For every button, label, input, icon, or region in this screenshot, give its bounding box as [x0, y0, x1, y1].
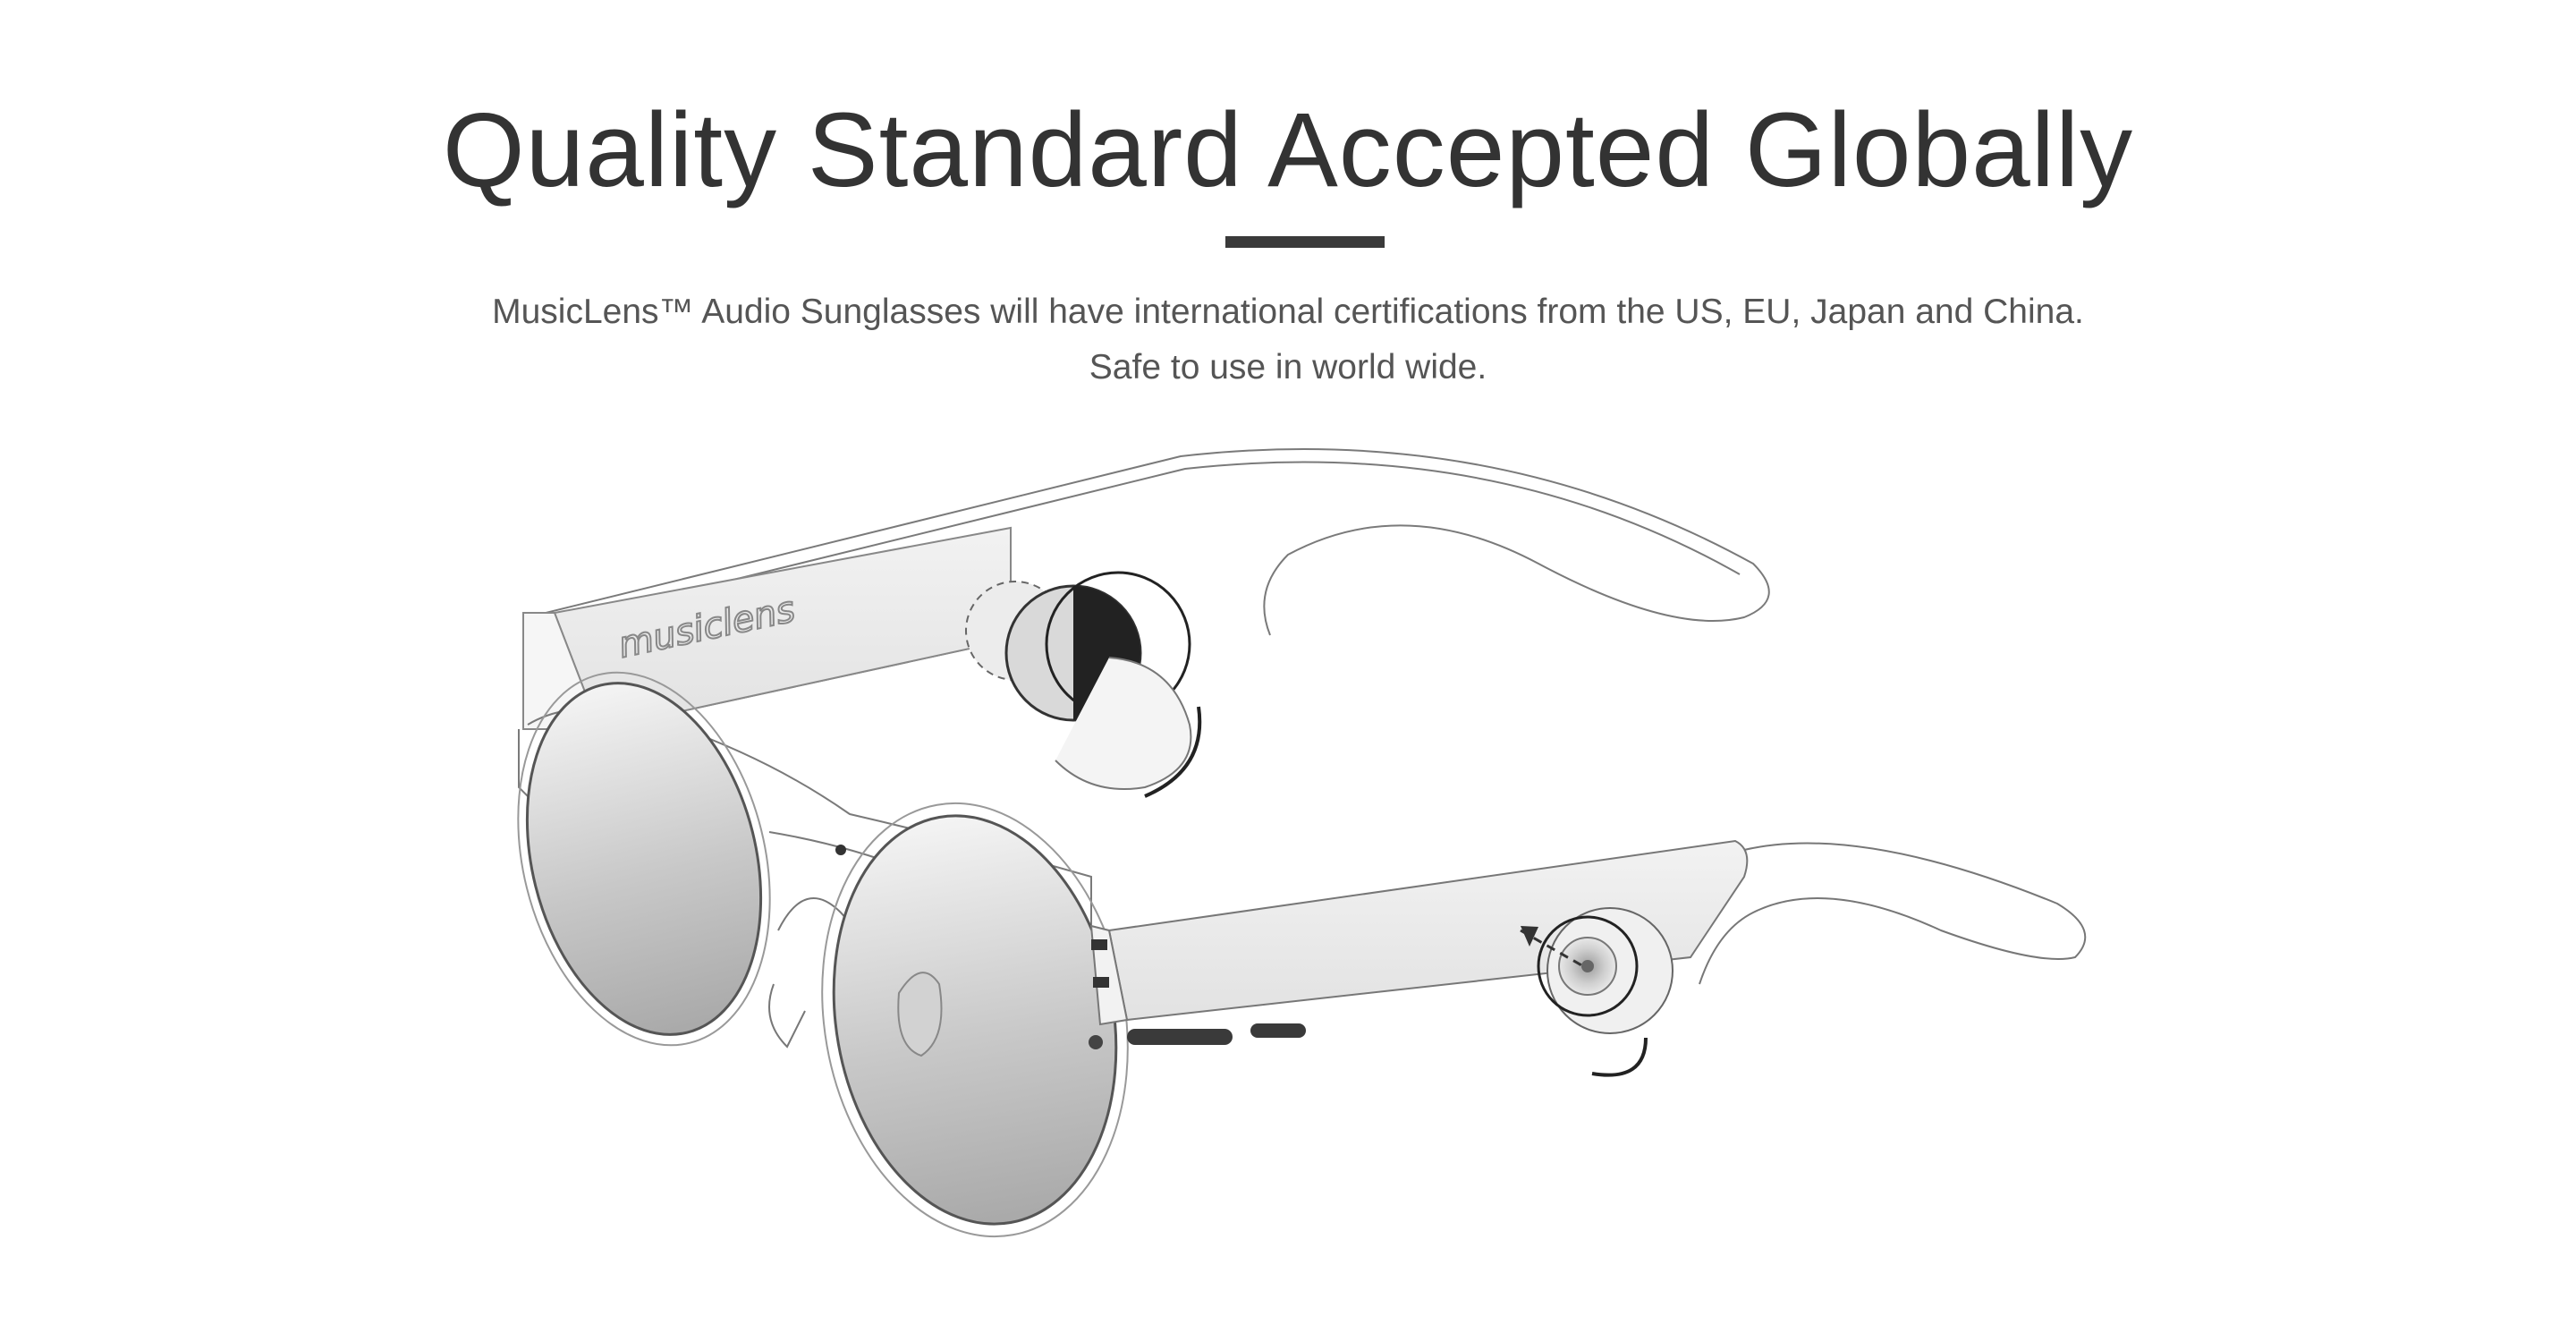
page-title: Quality Standard Accepted Globally	[442, 91, 2134, 209]
right-lens	[821, 802, 1129, 1238]
title-underline	[1225, 236, 1385, 248]
description-line-2: Safe to use in world wide.	[1089, 348, 1487, 386]
page-description: MusicLens™ Audio Sunglasses will have in…	[0, 284, 2576, 395]
left-lens	[517, 671, 771, 1047]
near-speaker-detail	[1520, 907, 1674, 1077]
audio-sunglasses-illustration: musiclens	[517, 448, 2087, 1238]
description-line-1: MusicLens™ Audio Sunglasses will have in…	[492, 293, 2084, 331]
near-temple-arm	[1089, 839, 2087, 1049]
far-speaker-detail	[965, 571, 1202, 798]
